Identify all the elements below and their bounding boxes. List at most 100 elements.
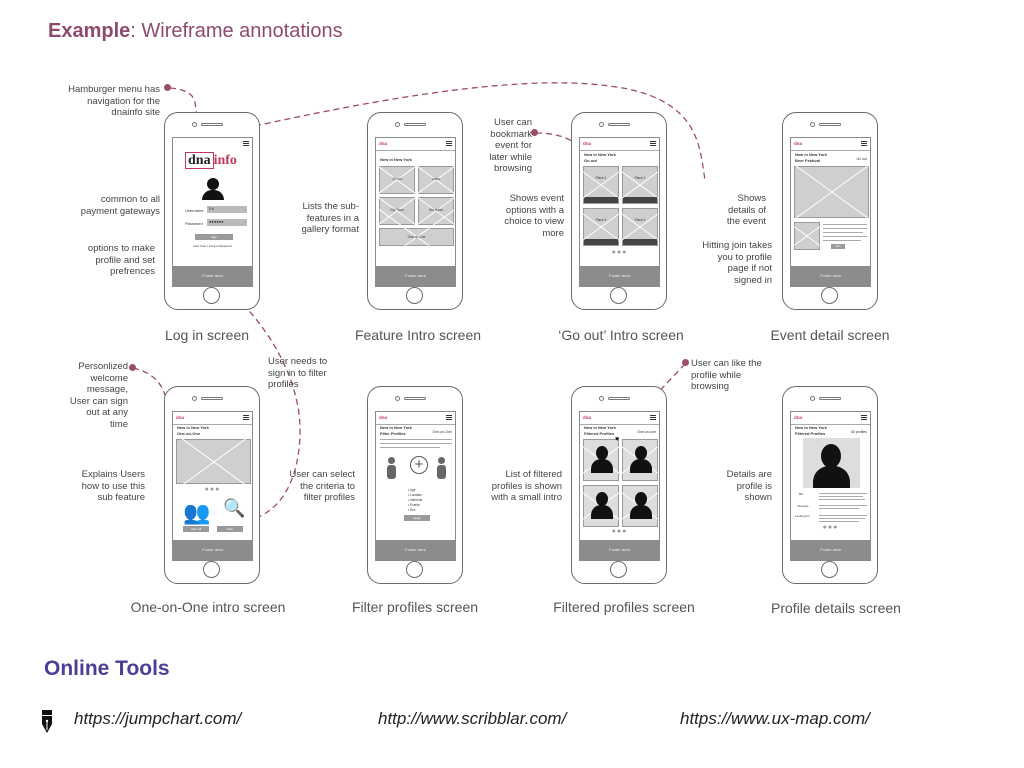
pager-dots[interactable]: ●●● — [611, 528, 628, 535]
home-button — [610, 287, 627, 304]
tile-place-1[interactable]: Place 1 — [583, 166, 619, 204]
tile-go-out[interactable]: Go out — [379, 166, 415, 194]
annotation-hitting-join: Hitting join takes you to profile page i… — [702, 240, 772, 286]
annotation-bookmark: User can bookmark event for later while … — [489, 117, 532, 174]
phone-filtered-profiles: dna New in New York Filtered Profiles On… — [571, 386, 667, 584]
view-all-button[interactable]: View all — [183, 526, 209, 532]
annotation-lists: Lists the sub-features in a gallery form… — [301, 201, 359, 235]
filter-button[interactable]: Filter — [217, 526, 243, 532]
profile-card[interactable] — [583, 485, 619, 527]
footer-area: Footer area — [791, 266, 870, 286]
search-person-icon: 🔍 — [223, 498, 246, 518]
annotation-hamburger: Hamburger menu has navigation for the dn… — [68, 84, 160, 118]
tile-city-tours[interactable]: City Tours — [379, 197, 415, 225]
profile-screen: dna New in New York Filtered Profiles Al… — [790, 411, 871, 561]
profile-card[interactable] — [622, 439, 658, 481]
footer-area: Footer area — [173, 540, 252, 560]
person-icon — [388, 457, 395, 464]
home-button — [610, 561, 627, 578]
hamburger-menu-icon[interactable] — [861, 415, 867, 420]
phone-profile-details: dna New in New York Filtered Profiles Al… — [782, 386, 878, 584]
group-people-icon: 👥 — [183, 500, 210, 525]
annotation-list-filtered: List of filtered profiles is shown with … — [491, 469, 562, 503]
apply-button[interactable]: Apply — [404, 515, 430, 521]
annotation-personalized: Personlized welcome message, User can si… — [69, 361, 128, 430]
pager-dots[interactable]: ●●● — [822, 524, 839, 531]
join-button[interactable]: Join — [831, 244, 845, 249]
phone-event-detail: dna New in New York Beer Festival Go out… — [782, 112, 878, 310]
user-avatar-icon — [207, 178, 219, 190]
hamburger-menu-icon[interactable] — [650, 141, 656, 146]
signin-button[interactable]: Sign — [195, 234, 233, 240]
hamburger-menu-icon[interactable] — [650, 415, 656, 420]
link-scribblar[interactable]: http://www.scribblar.com/ — [378, 709, 567, 728]
hamburger-menu-icon[interactable] — [446, 415, 452, 420]
link-ux-map[interactable]: https://www.ux-map.com/ — [680, 709, 870, 728]
hamburger-menu-icon[interactable] — [243, 415, 249, 420]
hamburger-menu-icon[interactable] — [861, 141, 867, 146]
hamburger-menu-icon[interactable] — [446, 141, 452, 146]
annotation-details-profile: Details are profile is shown — [726, 469, 772, 503]
profile-photo — [803, 438, 860, 488]
annotation-dot — [129, 364, 136, 371]
link-jumpchart[interactable]: https://jumpchart.com/ — [74, 709, 242, 728]
oneonone-screen: dna New in New York One-on-One ●●● 👥 🔍 V… — [172, 411, 253, 561]
filter-options[interactable]: ▪ Age ▪ Location ▪ Interests ▪ Events ▪ … — [408, 488, 423, 512]
profile-card[interactable] — [622, 485, 658, 527]
footer-area: Footer area — [580, 540, 659, 560]
tile-one-on-one[interactable]: One-on-One — [379, 228, 454, 246]
filter-screen: dna New in New York Filter Profiles One-… — [375, 411, 456, 561]
password-field[interactable]: ●●●●●● — [207, 219, 247, 226]
footer-area: Footer area — [580, 266, 659, 286]
tile-place-3[interactable]: Place 3 — [583, 208, 619, 246]
plus-icon[interactable]: + — [410, 456, 428, 474]
annotation-like-profile: User can like the profile while browsing — [691, 358, 762, 392]
caption-login: Log in screen — [164, 327, 250, 343]
tile-get-active[interactable]: Get active — [418, 197, 454, 225]
profile-card[interactable] — [583, 439, 619, 481]
annotation-select-criteria: User can select the criteria to filter p… — [289, 469, 355, 503]
annotation-shows-event: Shows event options with a choice to vie… — [504, 193, 564, 239]
home-button — [203, 287, 220, 304]
goout-screen: dna New in New York Go out Place 1 Place… — [579, 137, 660, 287]
phone-goout-intro: dna New in New York Go out Place 1 Place… — [571, 112, 667, 310]
caption-event-detail: Event detail screen — [770, 327, 890, 343]
pager-dots[interactable]: ●●● — [611, 249, 628, 256]
filtered-screen: dna New in New York Filtered Profiles On… — [579, 411, 660, 561]
phone-feature-intro: dna New in New York Go out Learn City To… — [367, 112, 463, 310]
home-button — [821, 561, 838, 578]
caption-one-on-one: One-on-One intro screen — [130, 599, 286, 615]
annotation-options: options to make profile and set prefrenc… — [87, 243, 155, 277]
online-tools-heading: Online Tools — [44, 657, 170, 680]
caption-profile-details: Profile details screen — [771, 600, 901, 616]
footer-area: Footer area — [173, 266, 252, 286]
pen-nib-icon — [42, 710, 52, 733]
tile-learn[interactable]: Learn — [418, 166, 454, 194]
event-thumb — [794, 222, 820, 250]
annotation-shows-details: Shows details of the event — [726, 193, 766, 227]
home-button — [406, 561, 423, 578]
tile-place-4[interactable]: Place 4 — [622, 208, 658, 246]
person-icon — [438, 457, 445, 464]
tile-place-2[interactable]: Place 2 — [622, 166, 658, 204]
footer-area: Footer area — [376, 266, 455, 286]
annotation-sign-in: User needs to sign in to filter profiles — [268, 356, 328, 390]
annotation-dot — [682, 359, 689, 366]
home-button — [821, 287, 838, 304]
phone-filter-profiles: dna New in New York Filter Profiles One-… — [367, 386, 463, 584]
home-button — [203, 561, 220, 578]
username-field[interactable]: Ed — [207, 206, 247, 213]
hamburger-menu-icon[interactable] — [243, 141, 249, 146]
caption-feature-intro: Feature Intro screen — [354, 327, 482, 343]
caption-filtered-profiles: Filtered profiles screen — [553, 599, 695, 615]
annotation-dot — [531, 129, 538, 136]
home-button — [406, 287, 423, 304]
heart-icon[interactable]: ♥ — [615, 436, 620, 443]
event-image — [794, 166, 869, 218]
caption-filter-profiles: Filter profiles screen — [351, 599, 479, 615]
page-title: Example: Wireframe annotations — [48, 20, 343, 42]
pager-dots[interactable]: ●●● — [204, 486, 221, 493]
phone-one-on-one: dna New in New York One-on-One ●●● 👥 🔍 V… — [164, 386, 260, 584]
